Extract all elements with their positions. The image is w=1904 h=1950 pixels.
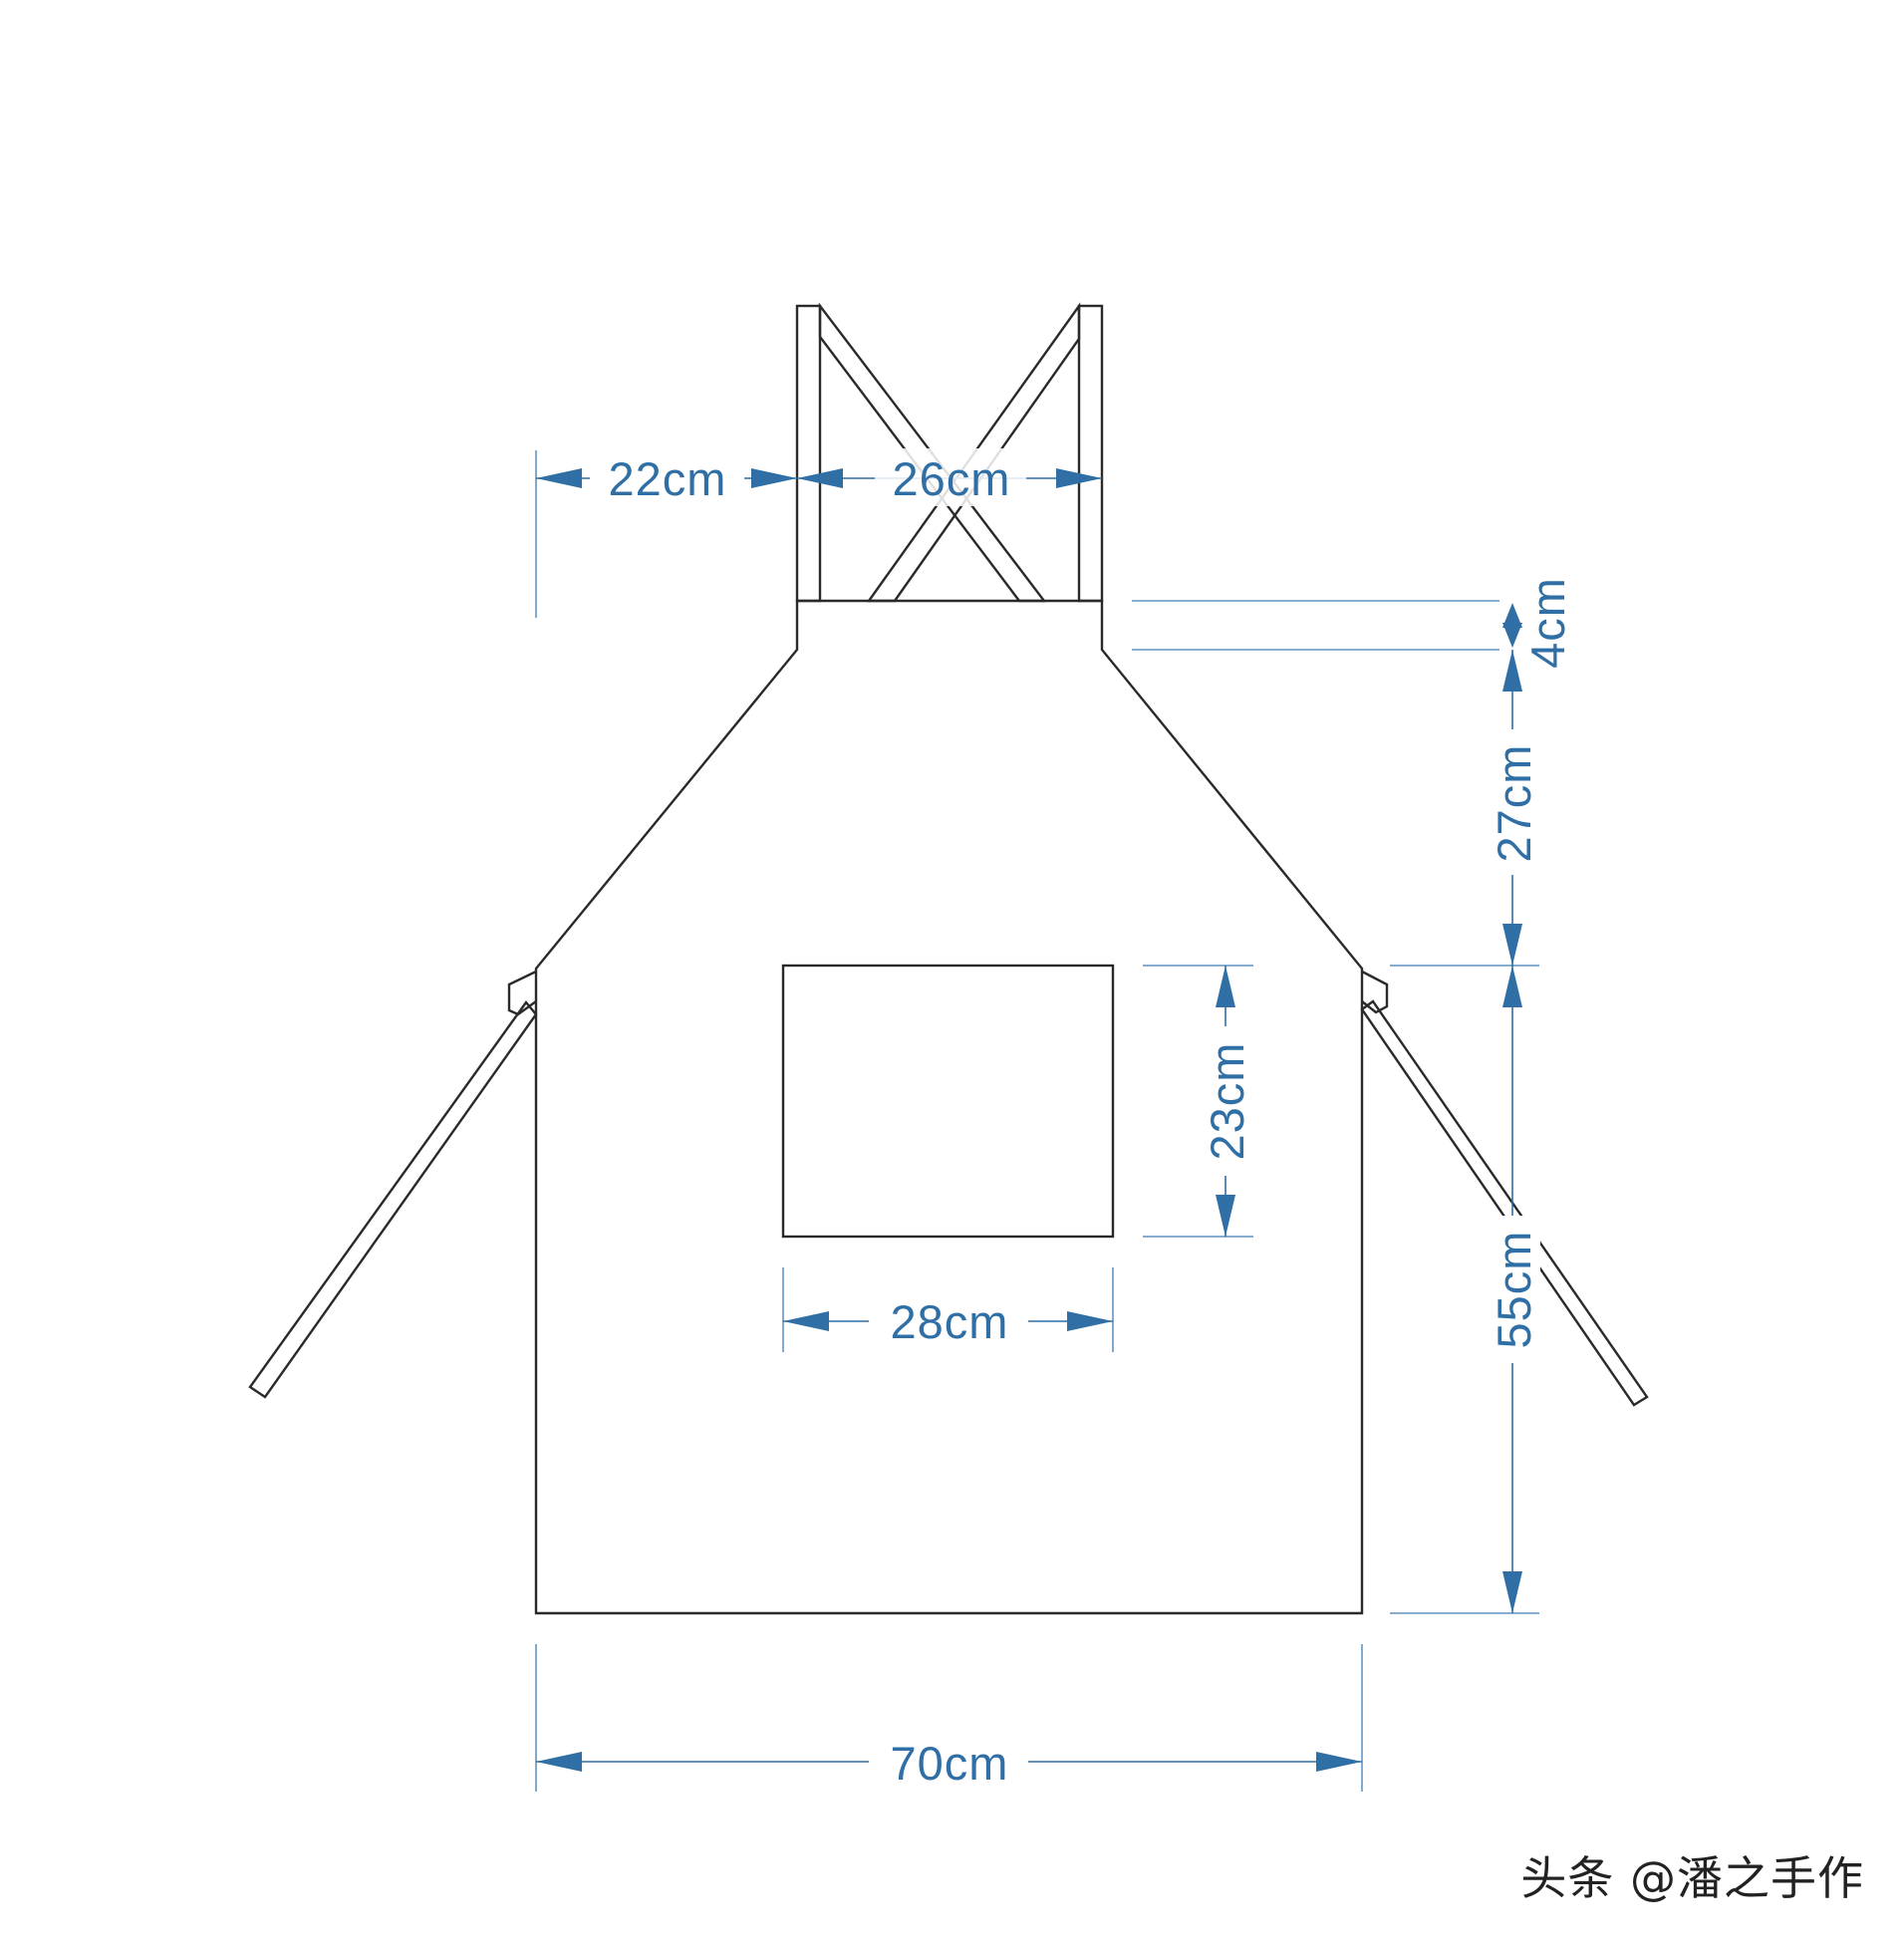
left-waist-tie — [248, 1000, 538, 1399]
dim-pocket-height: 23cm — [1198, 966, 1253, 1237]
dim-strap-offset: 22cm — [536, 448, 797, 506]
dim-skirt-height: 55cm — [1485, 966, 1540, 1613]
label-4cm: 4cm — [1521, 577, 1574, 669]
label-22cm: 22cm — [609, 452, 727, 505]
label-23cm: 23cm — [1201, 1042, 1253, 1161]
dim-top-band: 4cm — [1502, 577, 1574, 669]
dim-bib-height: 27cm — [1485, 650, 1540, 966]
apron-body — [534, 599, 1364, 1615]
dim-neck-span: 26cm — [797, 448, 1102, 506]
right-waist-tie — [1360, 999, 1649, 1407]
pocket — [781, 964, 1115, 1239]
dim-overall-width: 70cm — [536, 1732, 1362, 1790]
watermark: 头条 @潘之手作 — [1520, 1851, 1864, 1905]
label-28cm: 28cm — [891, 1295, 1009, 1348]
right-waist-loop — [1361, 970, 1389, 1014]
left-neck-strap — [795, 304, 822, 603]
label-26cm: 26cm — [893, 452, 1011, 505]
label-55cm: 55cm — [1488, 1231, 1540, 1349]
left-waist-loop — [507, 970, 537, 1016]
label-27cm: 27cm — [1488, 744, 1540, 863]
right-neck-strap — [1077, 304, 1104, 603]
extension-lines — [535, 450, 1539, 1792]
dim-pocket-width: 28cm — [783, 1291, 1113, 1349]
label-70cm: 70cm — [891, 1737, 1009, 1790]
